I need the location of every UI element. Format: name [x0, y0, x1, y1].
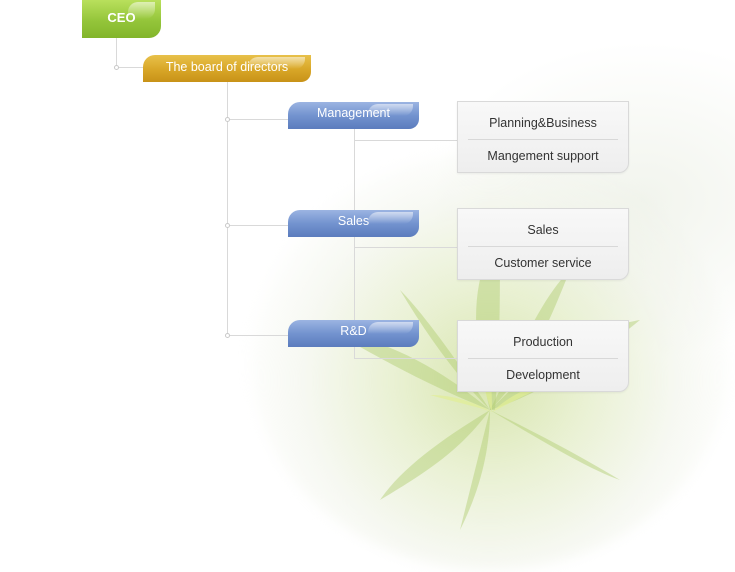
branch-to-rnd-box-connector — [354, 358, 458, 359]
department-label: Sales — [337, 214, 370, 228]
subunit-item[interactable]: Mangement support — [487, 149, 599, 163]
ceo-node[interactable]: CEO — [82, 0, 161, 38]
subunit-item[interactable]: Customer service — [494, 256, 592, 270]
department-label: R&D — [340, 324, 367, 338]
subunit-item[interactable]: Sales — [527, 223, 559, 237]
board-of-directors-node[interactable]: The board of directors — [143, 55, 311, 82]
branch-to-management-box-connector — [354, 140, 458, 141]
management-subunits-box: Planning&Business Mangement support — [457, 101, 629, 173]
trunk-to-rnd-connector — [227, 335, 289, 336]
connector-node-dot — [225, 223, 230, 228]
department-label: Management — [317, 106, 390, 120]
department-rnd-node[interactable]: R&D — [288, 320, 419, 347]
connector-node-dot — [225, 333, 230, 338]
connector-node-dot — [225, 117, 230, 122]
ceo-to-board-connector — [116, 38, 117, 68]
ceo-label: CEO — [107, 10, 136, 25]
connector-node-dot — [114, 65, 119, 70]
trunk-to-management-connector — [227, 119, 289, 120]
branch-to-sales-box-connector — [354, 247, 458, 248]
subunit-divider — [468, 139, 618, 140]
ceo-to-board-connector-horizontal — [116, 67, 144, 68]
sales-subunits-box: Sales Customer service — [457, 208, 629, 280]
subunit-item[interactable]: Production — [513, 335, 573, 349]
department-branch-connector — [354, 129, 355, 358]
subunit-divider — [468, 358, 618, 359]
subunit-item[interactable]: Development — [506, 368, 580, 382]
department-management-node[interactable]: Management — [288, 102, 419, 129]
subunit-divider — [468, 246, 618, 247]
subunit-item[interactable]: Planning&Business — [489, 116, 597, 130]
department-sales-node[interactable]: Sales — [288, 210, 419, 237]
board-trunk-connector — [227, 82, 228, 335]
rnd-subunits-box: Production Development — [457, 320, 629, 392]
trunk-to-sales-connector — [227, 225, 289, 226]
board-label: The board of directors — [165, 60, 289, 74]
